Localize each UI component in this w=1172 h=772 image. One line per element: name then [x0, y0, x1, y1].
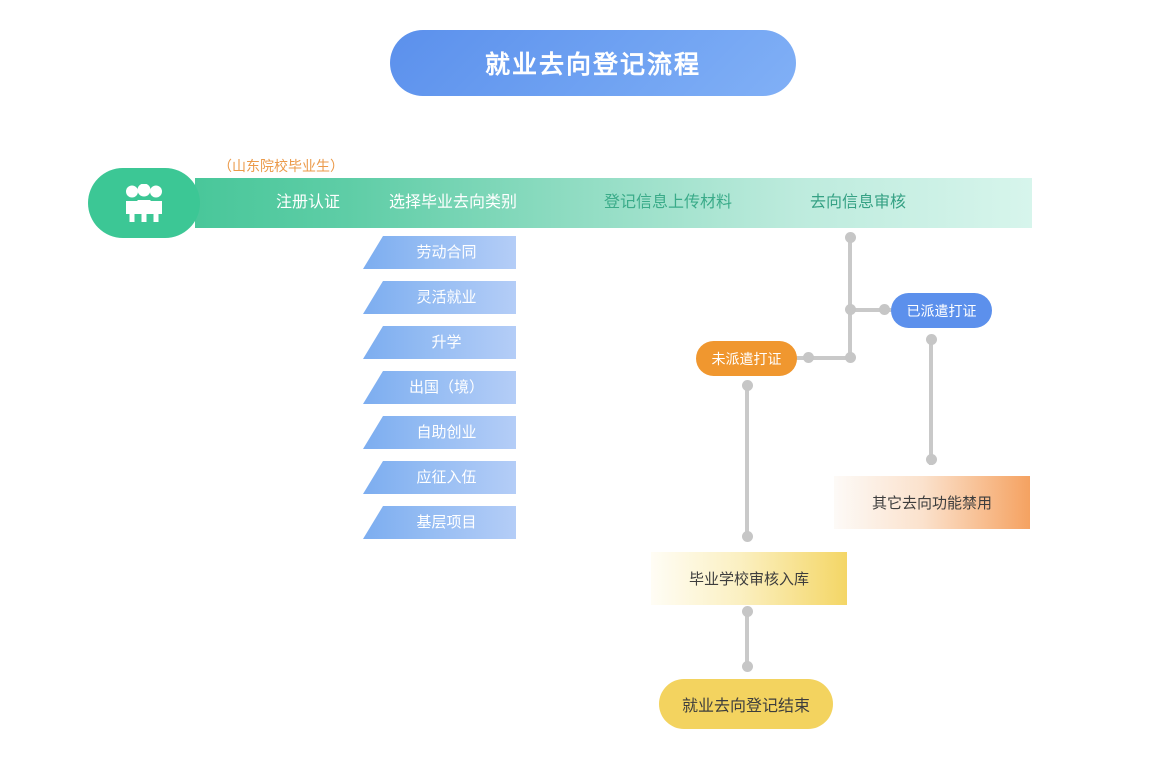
category-item-7[interactable]: 基层项目: [363, 506, 516, 539]
node-undispatched[interactable]: 未派遣打证: [696, 341, 797, 376]
node-process-end[interactable]: 就业去向登记结束: [659, 679, 833, 729]
connector-dot-trunk-top: [845, 232, 856, 243]
connector-to-dispatched: [848, 308, 894, 312]
banner-bar: [195, 178, 1032, 228]
category-item-2[interactable]: 灵活就业: [363, 281, 516, 314]
connector-dot-review-in: [742, 531, 753, 542]
category-label: 应征入伍: [416, 469, 477, 486]
banner-note-label: （山东院校毕业生）: [218, 158, 344, 174]
connector-review-to-end: [745, 610, 749, 666]
connector-dot-disabled-in: [926, 454, 937, 465]
page-title: 就业去向登记流程: [484, 51, 701, 79]
node-dispatched-label: 已派遣打证: [906, 302, 977, 319]
category-label: 自助创业: [416, 424, 477, 441]
category-item-6[interactable]: 应征入伍: [363, 461, 516, 494]
category-shape: [363, 506, 516, 539]
banner-step-4: 去向信息审核: [809, 194, 906, 211]
category-shape: [363, 326, 516, 359]
connector-dot-undispatched-out: [742, 380, 753, 391]
connector-dot-end-in: [742, 661, 753, 672]
connector-dispatched-to-disabled: [929, 340, 933, 465]
node-other-disabled-label: 其它去向功能禁用: [871, 495, 992, 512]
connector-dot-junction-lower: [845, 352, 856, 363]
process-banner: （山东院校毕业生） 注册认证 选择毕业去向类别 登记信息上传材料 去向信息审核: [88, 158, 1038, 240]
connector-dot-undispatched-in: [803, 352, 814, 363]
category-item-1[interactable]: 劳动合同: [363, 236, 516, 269]
category-item-4[interactable]: 出国（境）: [363, 371, 516, 404]
category-item-3[interactable]: 升学: [363, 326, 516, 359]
category-item-5[interactable]: 自助创业: [363, 416, 516, 449]
category-shape: [363, 371, 516, 404]
node-other-destinations-disabled[interactable]: 其它去向功能禁用: [834, 476, 1030, 529]
banner-step-3: 登记信息上传材料: [603, 194, 732, 211]
category-label: 基层项目: [416, 514, 477, 531]
connector-undispatched-to-review: [745, 386, 749, 541]
category-label: 升学: [431, 334, 462, 351]
category-shape: [363, 416, 516, 449]
node-dispatched[interactable]: 已派遣打证: [891, 293, 992, 328]
connector-dot-junction-upper: [845, 304, 856, 315]
connector-to-undispatched: [795, 356, 850, 360]
graduation-category-list: 劳动合同 灵活就业 升学 出国（境） 自助创业 应征入伍 基层项目: [363, 236, 523, 551]
category-label: 劳动合同: [416, 244, 477, 261]
connector-dot-review-out: [742, 606, 753, 617]
category-shape: [363, 236, 516, 269]
category-shape: [363, 461, 516, 494]
category-shape: [363, 281, 516, 314]
category-label: 灵活就业: [416, 289, 477, 306]
page-title-pill: 就业去向登记流程: [390, 30, 796, 96]
connector-dot-dispatched-out: [926, 334, 937, 345]
node-undispatched-label: 未派遣打证: [711, 350, 782, 367]
connector-trunk-vertical: [848, 240, 852, 360]
people-group-icon: [126, 184, 162, 222]
category-label: 出国（境）: [408, 379, 484, 396]
connector-dot-dispatched-in: [879, 304, 890, 315]
banner-step-2: 选择毕业去向类别: [388, 194, 517, 211]
node-school-review-label: 毕业学校审核入库: [688, 571, 809, 588]
banner-step-1: 注册认证: [275, 194, 340, 211]
graduates-icon-pill: [88, 168, 200, 238]
node-end-label: 就业去向登记结束: [681, 698, 810, 715]
node-school-review[interactable]: 毕业学校审核入库: [651, 552, 847, 605]
